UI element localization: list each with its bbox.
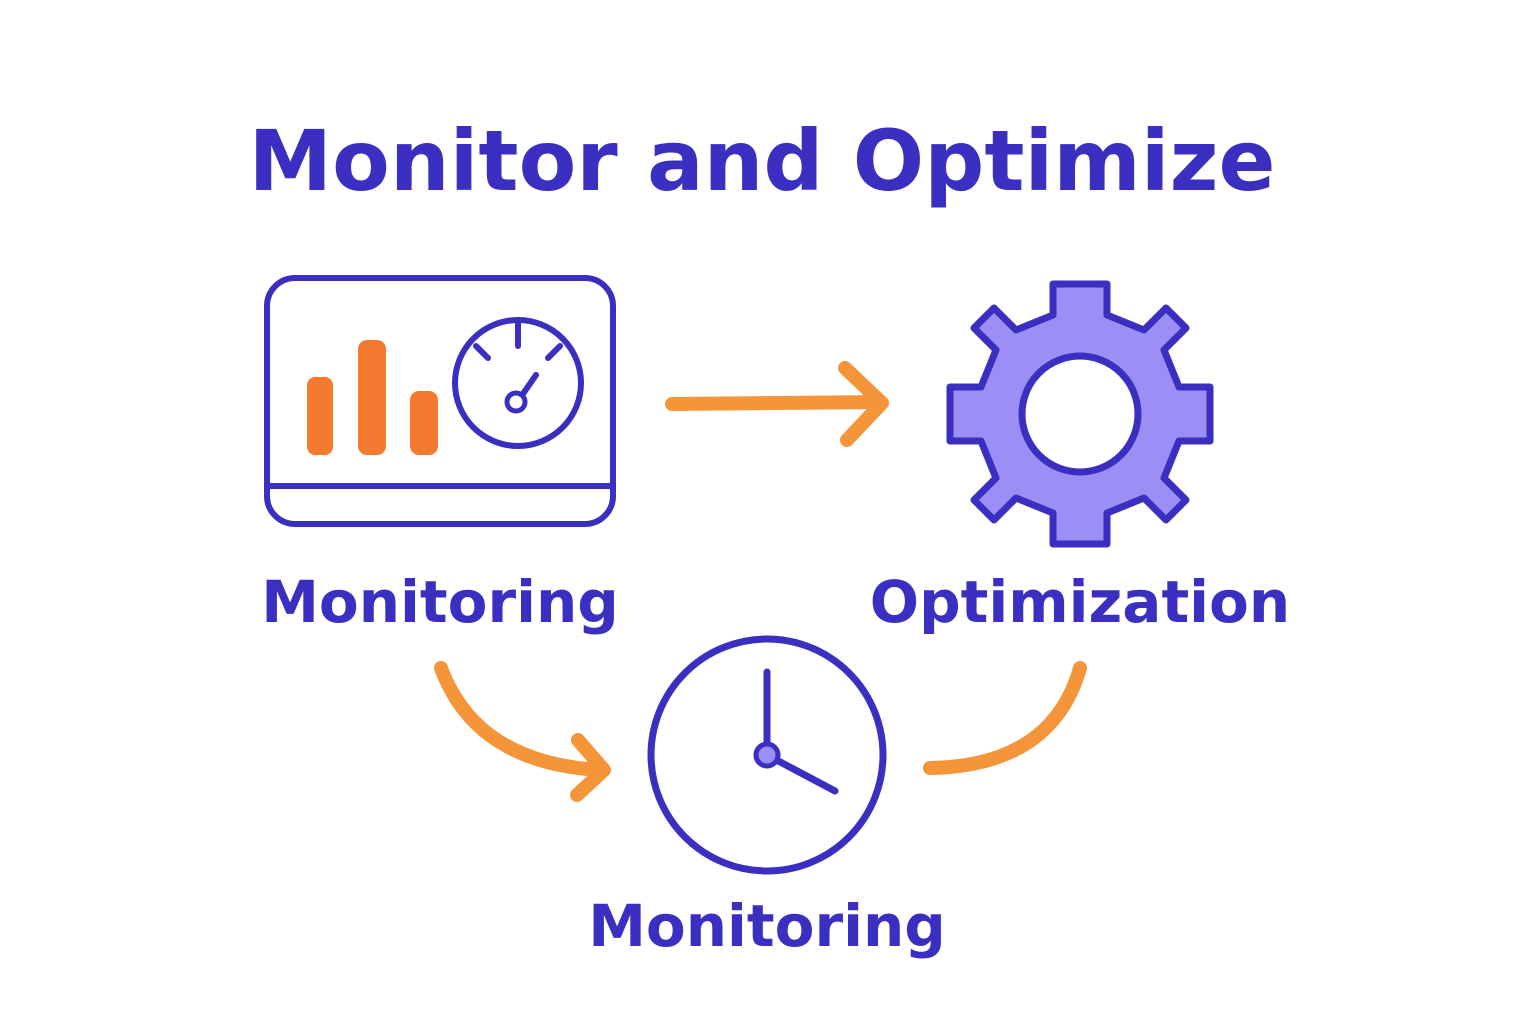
clock-monitoring-label: Monitoring xyxy=(588,892,946,960)
arrow-monitoring-to-optimization xyxy=(665,361,889,447)
diagram-title: Monitor and Optimize xyxy=(249,112,1276,210)
dashboard-gauge-icon xyxy=(264,275,616,527)
bar-2 xyxy=(358,340,386,455)
monitoring-label: Monitoring xyxy=(261,568,619,636)
dashboard-frame xyxy=(264,275,616,527)
optimization-label: Optimization xyxy=(870,568,1290,636)
bar-3 xyxy=(410,391,438,455)
gauge-icon xyxy=(452,317,584,449)
clock-icon xyxy=(647,635,887,875)
arrow-monitoring-to-clock xyxy=(434,661,611,802)
gear-hole xyxy=(1018,352,1142,476)
arrow-optimization-to-clock xyxy=(923,661,1087,775)
bar-1 xyxy=(307,377,333,455)
gear-icon xyxy=(946,280,1214,548)
